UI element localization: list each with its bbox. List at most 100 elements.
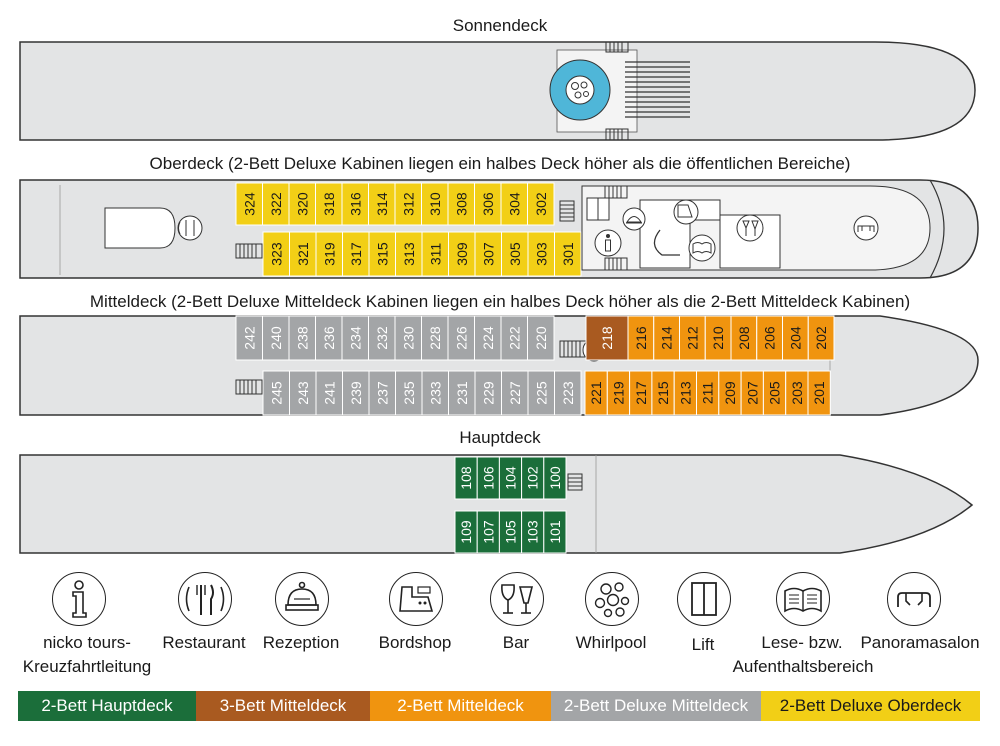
cabin-314[interactable]: 314 (368, 182, 396, 226)
cabin-208[interactable]: 208 (730, 315, 758, 361)
cabin-301[interactable]: 301 (554, 231, 582, 277)
cabin-233[interactable]: 233 (421, 370, 449, 416)
cabin-109[interactable]: 109 (454, 510, 478, 554)
cabin-228[interactable]: 228 (421, 315, 449, 361)
cabin-211[interactable]: 211 (696, 370, 720, 416)
cabin-312[interactable]: 312 (394, 182, 422, 226)
cabin-322[interactable]: 322 (262, 182, 290, 226)
cabin-212[interactable]: 212 (679, 315, 706, 361)
cabin-317[interactable]: 317 (342, 231, 370, 277)
cabin-303[interactable]: 303 (527, 231, 555, 277)
cabin-number: 103 (525, 520, 541, 544)
cabin-315[interactable]: 315 (368, 231, 396, 277)
cabin-302[interactable]: 302 (527, 182, 555, 226)
cabin-number: 213 (677, 381, 693, 405)
cabin-311[interactable]: 311 (421, 231, 449, 277)
cabin-106[interactable]: 106 (476, 456, 500, 500)
cabin-242[interactable]: 242 (235, 315, 263, 361)
cabin-209[interactable]: 209 (718, 370, 742, 416)
cabin-321[interactable]: 321 (289, 231, 317, 277)
cabin-236[interactable]: 236 (315, 315, 343, 361)
cabin-306[interactable]: 306 (474, 182, 502, 226)
cabin-223[interactable]: 223 (554, 370, 582, 416)
cabin-305[interactable]: 305 (501, 231, 529, 277)
cabin-214[interactable]: 214 (653, 315, 680, 361)
oberdeck-library-icon (688, 234, 716, 262)
cabin-309[interactable]: 309 (448, 231, 476, 277)
cabin-319[interactable]: 319 (315, 231, 343, 277)
cabin-108[interactable]: 108 (454, 456, 478, 500)
cabin-block (421, 370, 449, 416)
cabin-225[interactable]: 225 (527, 370, 555, 416)
cabin-230[interactable]: 230 (394, 315, 422, 361)
cabin-number: 311 (427, 243, 443, 266)
cabin-205[interactable]: 205 (762, 370, 787, 416)
cabin-241[interactable]: 241 (315, 370, 343, 416)
cabin-207[interactable]: 207 (740, 370, 764, 416)
cabin-number: 203 (789, 381, 805, 405)
cabin-239[interactable]: 239 (342, 370, 370, 416)
cabin-226[interactable]: 226 (447, 315, 475, 361)
cabin-217[interactable]: 217 (629, 370, 653, 416)
cabin-104[interactable]: 104 (498, 456, 523, 500)
legend-label-info-line2: Kreuzfahrtleitung (22, 657, 152, 676)
cabin-310[interactable]: 310 (421, 182, 449, 226)
cabin-243[interactable]: 243 (289, 370, 317, 416)
cabin-234[interactable]: 234 (341, 315, 369, 361)
cabin-213[interactable]: 213 (673, 370, 698, 416)
cabin-204[interactable]: 204 (782, 315, 809, 361)
cabin-220[interactable]: 220 (527, 315, 555, 361)
reception-bell-icon (275, 572, 329, 626)
cabin-block (474, 315, 502, 361)
panorama-lounge-icon (887, 572, 941, 626)
cabin-number: 206 (762, 326, 778, 350)
cabin-232[interactable]: 232 (368, 315, 396, 361)
cabin-105[interactable]: 105 (498, 510, 523, 554)
cabin-229[interactable]: 229 (474, 370, 502, 416)
cabin-219[interactable]: 219 (606, 370, 631, 416)
cabin-316[interactable]: 316 (341, 182, 369, 226)
cabin-231[interactable]: 231 (448, 370, 476, 416)
cabin-block (527, 182, 555, 226)
mitteldeck-title: Mitteldeck (2-Bett Deluxe Mitteldeck Kab… (89, 292, 911, 311)
cabin-222[interactable]: 222 (500, 315, 528, 361)
cabin-206[interactable]: 206 (756, 315, 783, 361)
cabin-323[interactable]: 323 (262, 231, 290, 277)
cabin-block (782, 315, 809, 361)
cabin-318[interactable]: 318 (315, 182, 343, 226)
cabin-304[interactable]: 304 (500, 182, 528, 226)
cabin-number: 305 (507, 242, 523, 266)
cabin-block (448, 231, 476, 277)
cabin-number: 210 (710, 326, 726, 350)
cabin-237[interactable]: 237 (368, 370, 396, 416)
cabin-210[interactable]: 210 (704, 315, 732, 361)
cabin-215[interactable]: 215 (651, 370, 675, 416)
cabin-320[interactable]: 320 (288, 182, 316, 226)
cabin-240[interactable]: 240 (262, 315, 290, 361)
cabin-block (679, 315, 706, 361)
cabin-245[interactable]: 245 (262, 370, 290, 416)
cabin-235[interactable]: 235 (395, 370, 423, 416)
cabin-227[interactable]: 227 (501, 370, 529, 416)
cabin-block (500, 182, 528, 226)
cabin-307[interactable]: 307 (474, 231, 502, 277)
cabin-201[interactable]: 201 (807, 370, 831, 416)
cabin-block (342, 370, 370, 416)
cabin-308[interactable]: 308 (447, 182, 475, 226)
cabin-238[interactable]: 238 (288, 315, 316, 361)
cabin-221[interactable]: 221 (584, 370, 608, 416)
cabin-224[interactable]: 224 (474, 315, 502, 361)
category-3bett-mitteldeck: 3-Bett Mitteldeck (196, 691, 370, 721)
cabin-107[interactable]: 107 (476, 510, 500, 554)
cabin-313[interactable]: 313 (395, 231, 423, 277)
cabin-202[interactable]: 202 (807, 315, 835, 361)
cabin-100[interactable]: 100 (543, 456, 567, 500)
cabin-324[interactable]: 324 (235, 182, 263, 226)
cabin-218[interactable]: 218 (585, 315, 629, 361)
cabin-203[interactable]: 203 (785, 370, 809, 416)
cabin-103[interactable]: 103 (521, 510, 545, 554)
cabin-102[interactable]: 102 (521, 456, 545, 500)
oberdeck-bar-icon (736, 214, 764, 242)
cabin-216[interactable]: 216 (627, 315, 655, 361)
cabin-101[interactable]: 101 (543, 510, 567, 554)
